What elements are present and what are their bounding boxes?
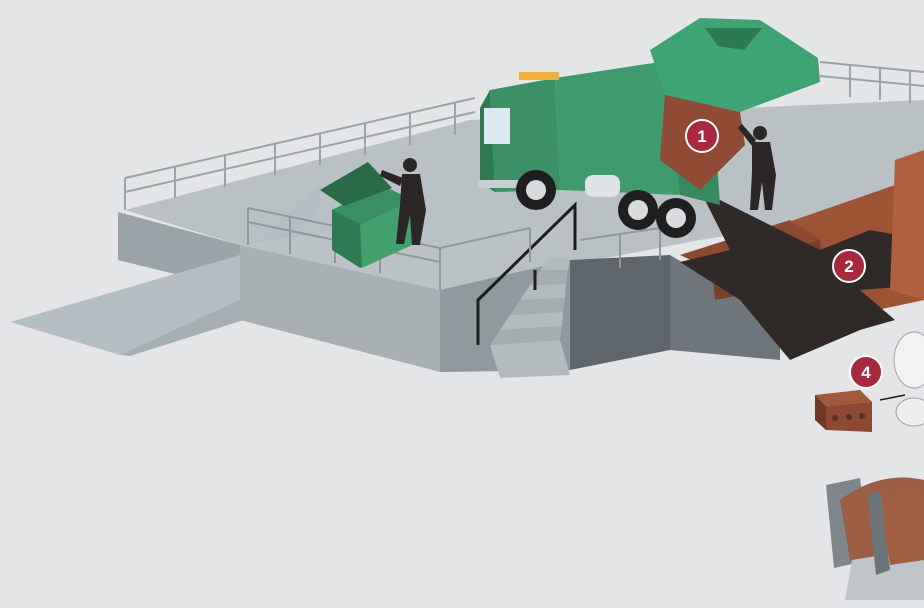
marker-2-label: 2 [844, 257, 853, 276]
marker-2[interactable]: 2 [833, 250, 865, 282]
marker-1-label: 1 [697, 127, 706, 146]
marker-4[interactable]: 4 [850, 356, 882, 388]
compost-block [815, 390, 872, 432]
marker-1[interactable]: 1 [686, 120, 718, 152]
marker-4-label: 4 [861, 363, 871, 382]
